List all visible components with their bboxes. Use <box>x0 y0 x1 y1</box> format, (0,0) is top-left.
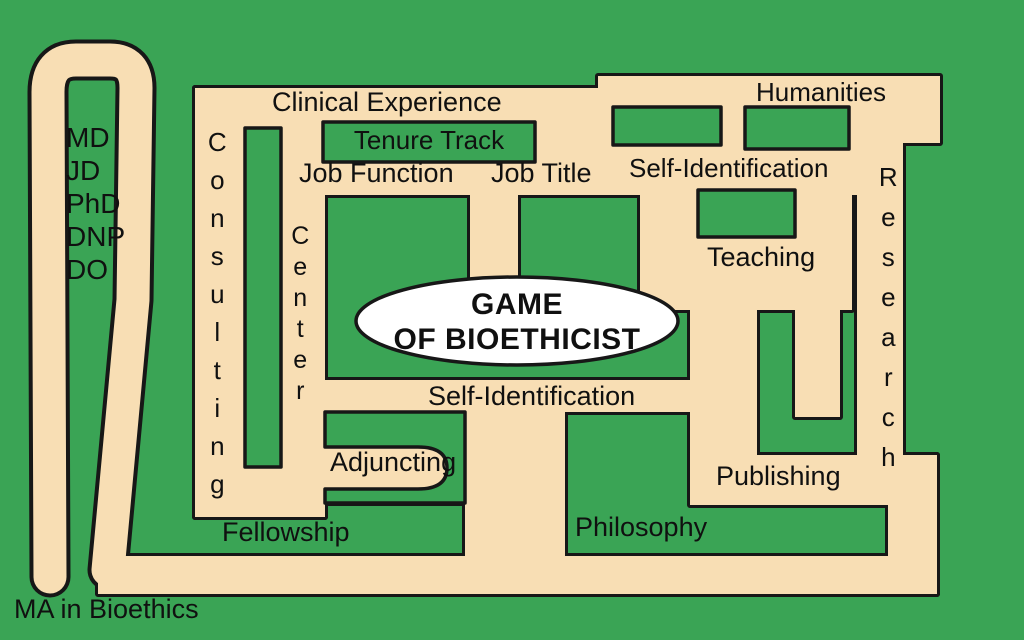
fellowship-label: Fellowship <box>222 517 350 547</box>
teaching-stub <box>795 300 840 417</box>
maze-corridor-fills <box>31 43 940 594</box>
center-label: Center <box>286 222 315 408</box>
game-title: GAME OF BIOETHICIST <box>355 287 679 357</box>
teaching-label: Teaching <box>707 242 816 272</box>
adjuncting-label: Adjuncting <box>330 447 457 477</box>
job-title-stub <box>470 190 518 288</box>
self-identification-top-label: Self-Identification <box>629 153 829 183</box>
degree-phd: PhD <box>66 188 121 219</box>
research-corridor <box>857 143 903 460</box>
philosophy-label: Philosophy <box>575 512 708 542</box>
job-title-label: Job Title <box>491 158 592 188</box>
adjuncting-island <box>323 410 467 505</box>
fellowship-pocket <box>195 467 325 517</box>
teaching-box-island <box>696 188 797 239</box>
consulting-center-island <box>243 126 283 469</box>
tenure-track-island <box>321 120 537 164</box>
humanities-island-1 <box>611 105 723 147</box>
right-connector-corridor <box>888 455 937 594</box>
self-identification-mid-label: Self-Identification <box>428 381 636 411</box>
game-title-line2: OF BIOETHICIST <box>393 323 641 356</box>
job-function-label: Job Function <box>299 158 454 188</box>
humanities-island-2 <box>743 105 851 151</box>
publishing-label: Publishing <box>716 461 841 491</box>
maze-islands <box>243 105 851 505</box>
ma-in-bioethics-label: MA in Bioethics <box>14 594 199 624</box>
degree-do: DO <box>66 254 108 285</box>
degree-dnp: DNP <box>66 221 126 252</box>
left-hairpin <box>31 43 153 594</box>
clinical-experience-label: Clinical Experience <box>272 87 502 117</box>
tenure-track-label: Tenure Track <box>353 125 505 155</box>
game-title-line1: GAME <box>471 288 563 321</box>
degree-jd: JD <box>66 155 101 186</box>
consulting-label: Consulting <box>202 127 233 507</box>
humanities-label: Humanities <box>756 77 887 107</box>
middle-down-corridor <box>690 300 757 460</box>
research-label: Research <box>873 162 904 482</box>
title-ellipse <box>354 275 680 367</box>
wide-down-corridor <box>465 405 565 570</box>
degree-md: MD <box>66 122 110 153</box>
degree-list: MD JD PhD DNP DO <box>66 121 125 286</box>
